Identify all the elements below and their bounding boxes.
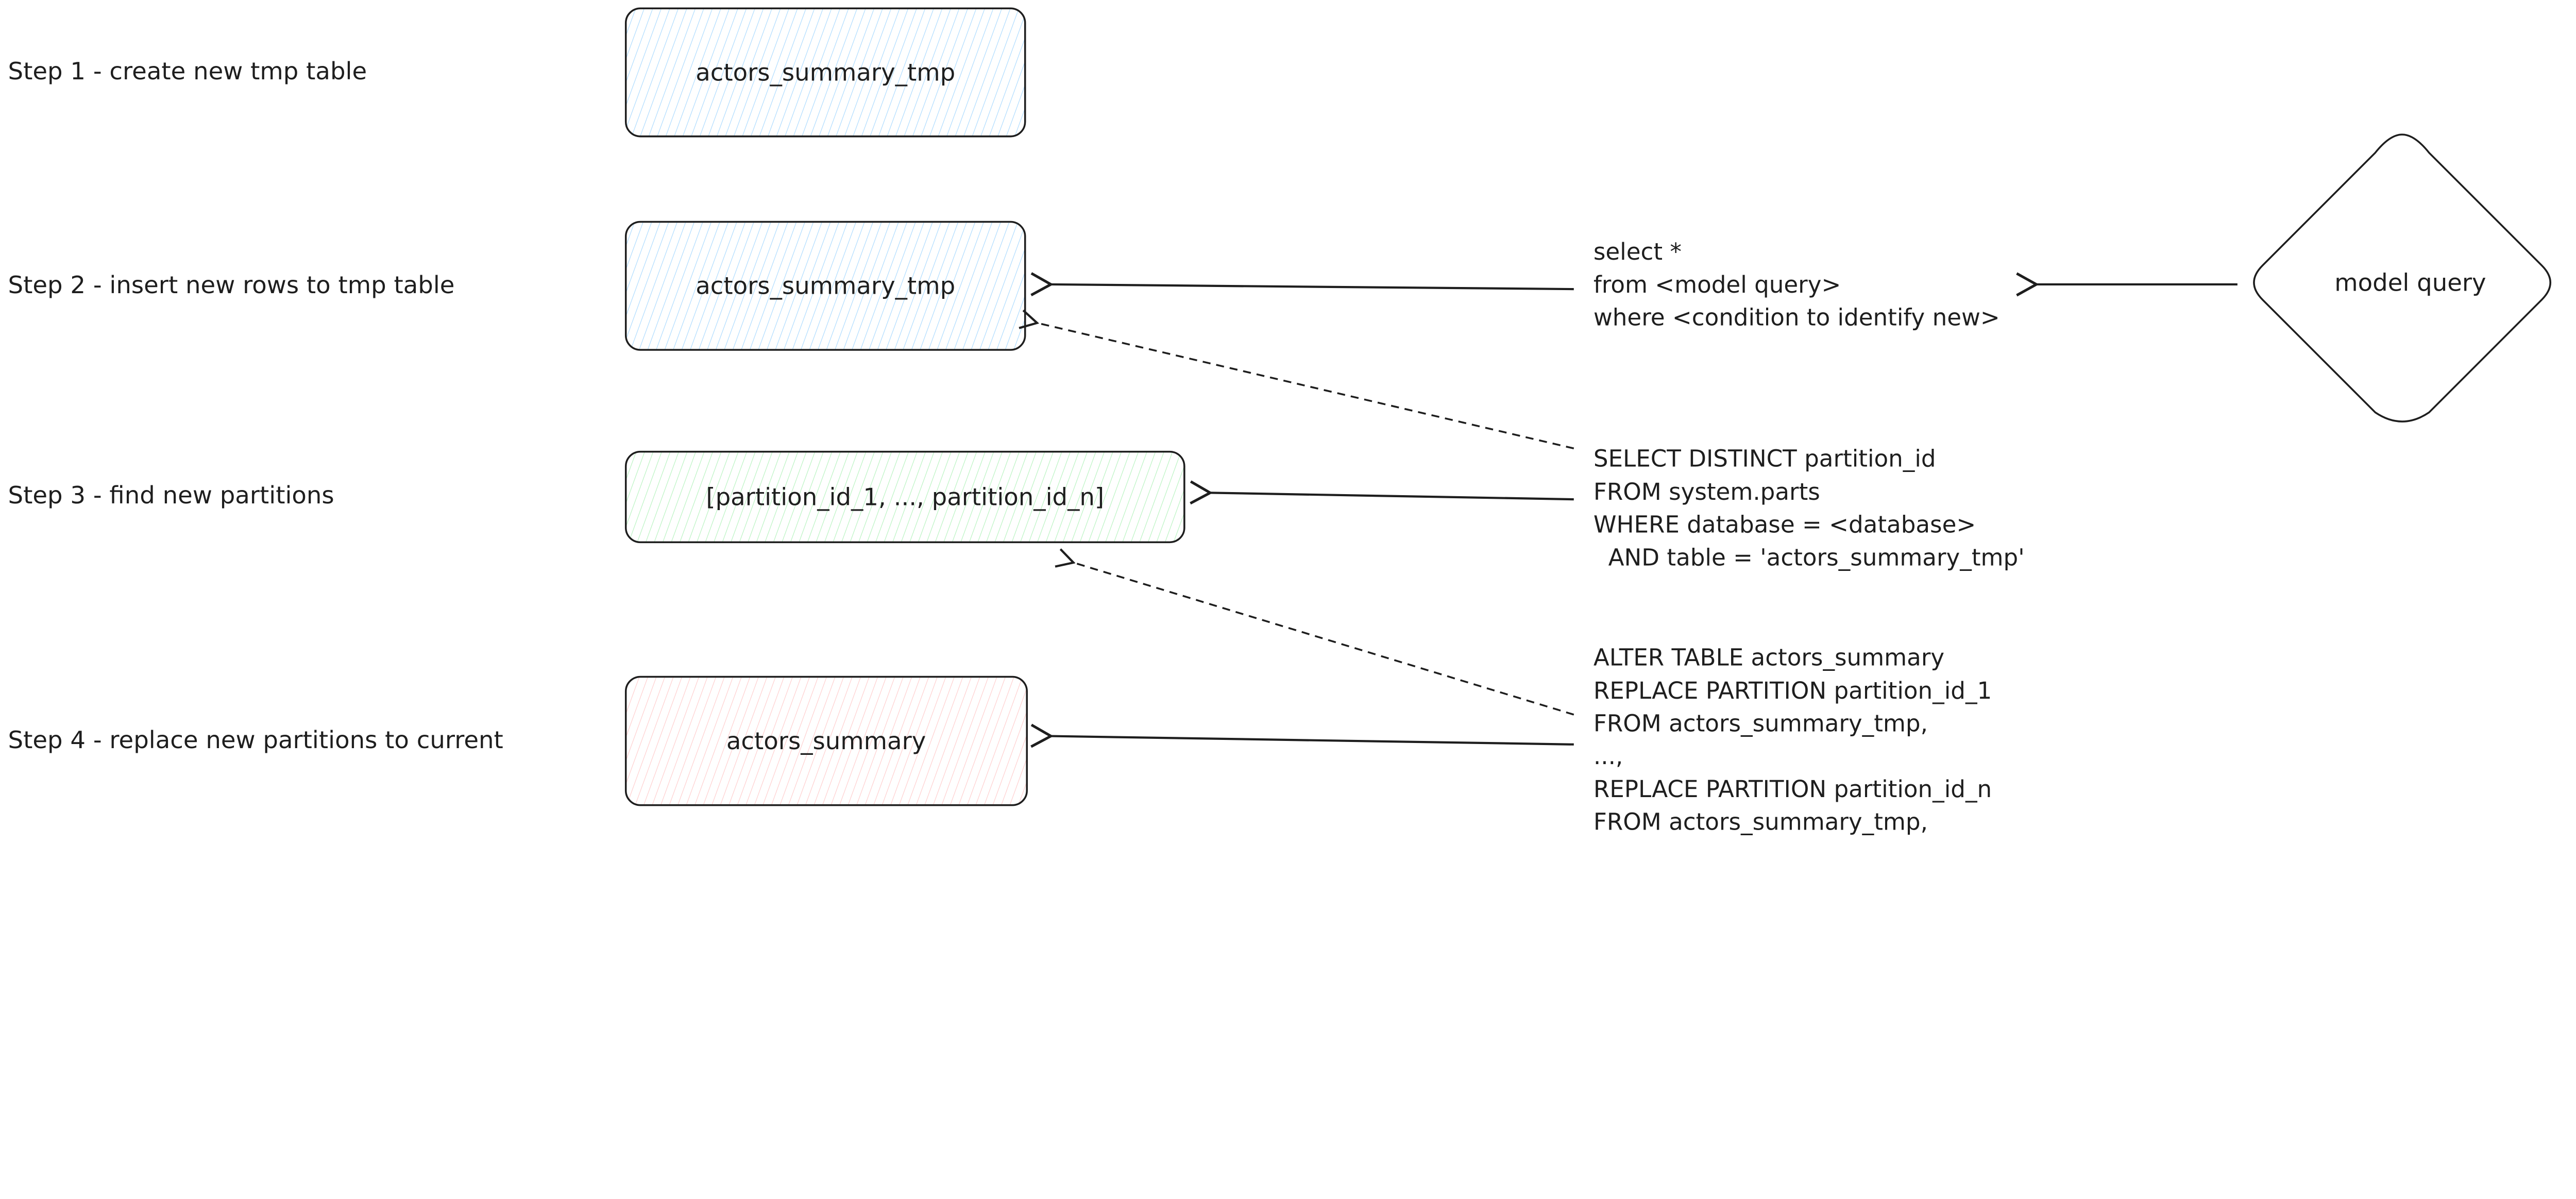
step-1-label: Step 1 - create new tmp table (8, 57, 367, 85)
query-line: AND table = 'actors_summary_tmp' (1594, 544, 2025, 571)
query-line: REPLACE PARTITION partition_id_n (1594, 775, 1992, 803)
query-line: select * (1594, 238, 1682, 265)
model-query-label: model query (2334, 269, 2486, 297)
query-line: ALTER TABLE actors_summary (1594, 644, 1944, 671)
insert-query: select * from <model query> where <condi… (1594, 238, 2000, 331)
arrow-query-to-partitions (1210, 493, 1574, 499)
diagram-canvas: Step 1 - create new tmp table Step 2 - i… (8, 7, 2551, 836)
arrow-insert-to-tmp (1051, 284, 1574, 289)
arrow-replace-to-summary (1051, 736, 1574, 745)
partitions-query: SELECT DISTINCT partition_id FROM system… (1594, 445, 2025, 571)
query-line: FROM actors_summary_tmp, (1594, 710, 1928, 737)
replace-query: ALTER TABLE actors_summary REPLACE PARTI… (1594, 644, 1992, 836)
step-4-label: Step 4 - replace new partitions to curre… (8, 726, 503, 754)
query-line: where <condition to identify new> (1594, 304, 2000, 331)
partitions-box[interactable]: [partition_id_1, ..., partition_id_n] (624, 450, 1185, 544)
actors-summary-label: actors_summary (726, 727, 926, 755)
dashed-arrow-replace-to-partitions (1074, 563, 1574, 716)
actors-summary-box[interactable]: actors_summary (624, 676, 1028, 806)
query-line: REPLACE PARTITION partition_id_1 (1594, 677, 1992, 704)
query-line: ..., (1594, 742, 1623, 770)
query-line: WHERE database = <database> (1594, 511, 1976, 538)
dashed-arrow-partitions-to-tmp (1037, 323, 1574, 449)
step-3-label: Step 3 - find new partitions (8, 481, 334, 509)
tmp-table-label: actors_summary_tmp (696, 272, 955, 299)
partitions-label: [partition_id_1, ..., partition_id_n] (706, 483, 1104, 511)
model-query-diamond[interactable]: model query (2253, 133, 2551, 423)
step-2-label: Step 2 - insert new rows to tmp table (8, 271, 455, 299)
query-line: FROM actors_summary_tmp, (1594, 808, 1928, 836)
query-line: from <model query> (1594, 271, 1841, 298)
tmp-table-box-step1[interactable]: actors_summary_tmp (624, 7, 1026, 138)
tmp-table-box-step2[interactable]: actors_summary_tmp (624, 221, 1026, 351)
query-line: FROM system.parts (1594, 478, 1820, 505)
tmp-table-label: actors_summary_tmp (696, 59, 955, 87)
query-line: SELECT DISTINCT partition_id (1594, 445, 1936, 472)
